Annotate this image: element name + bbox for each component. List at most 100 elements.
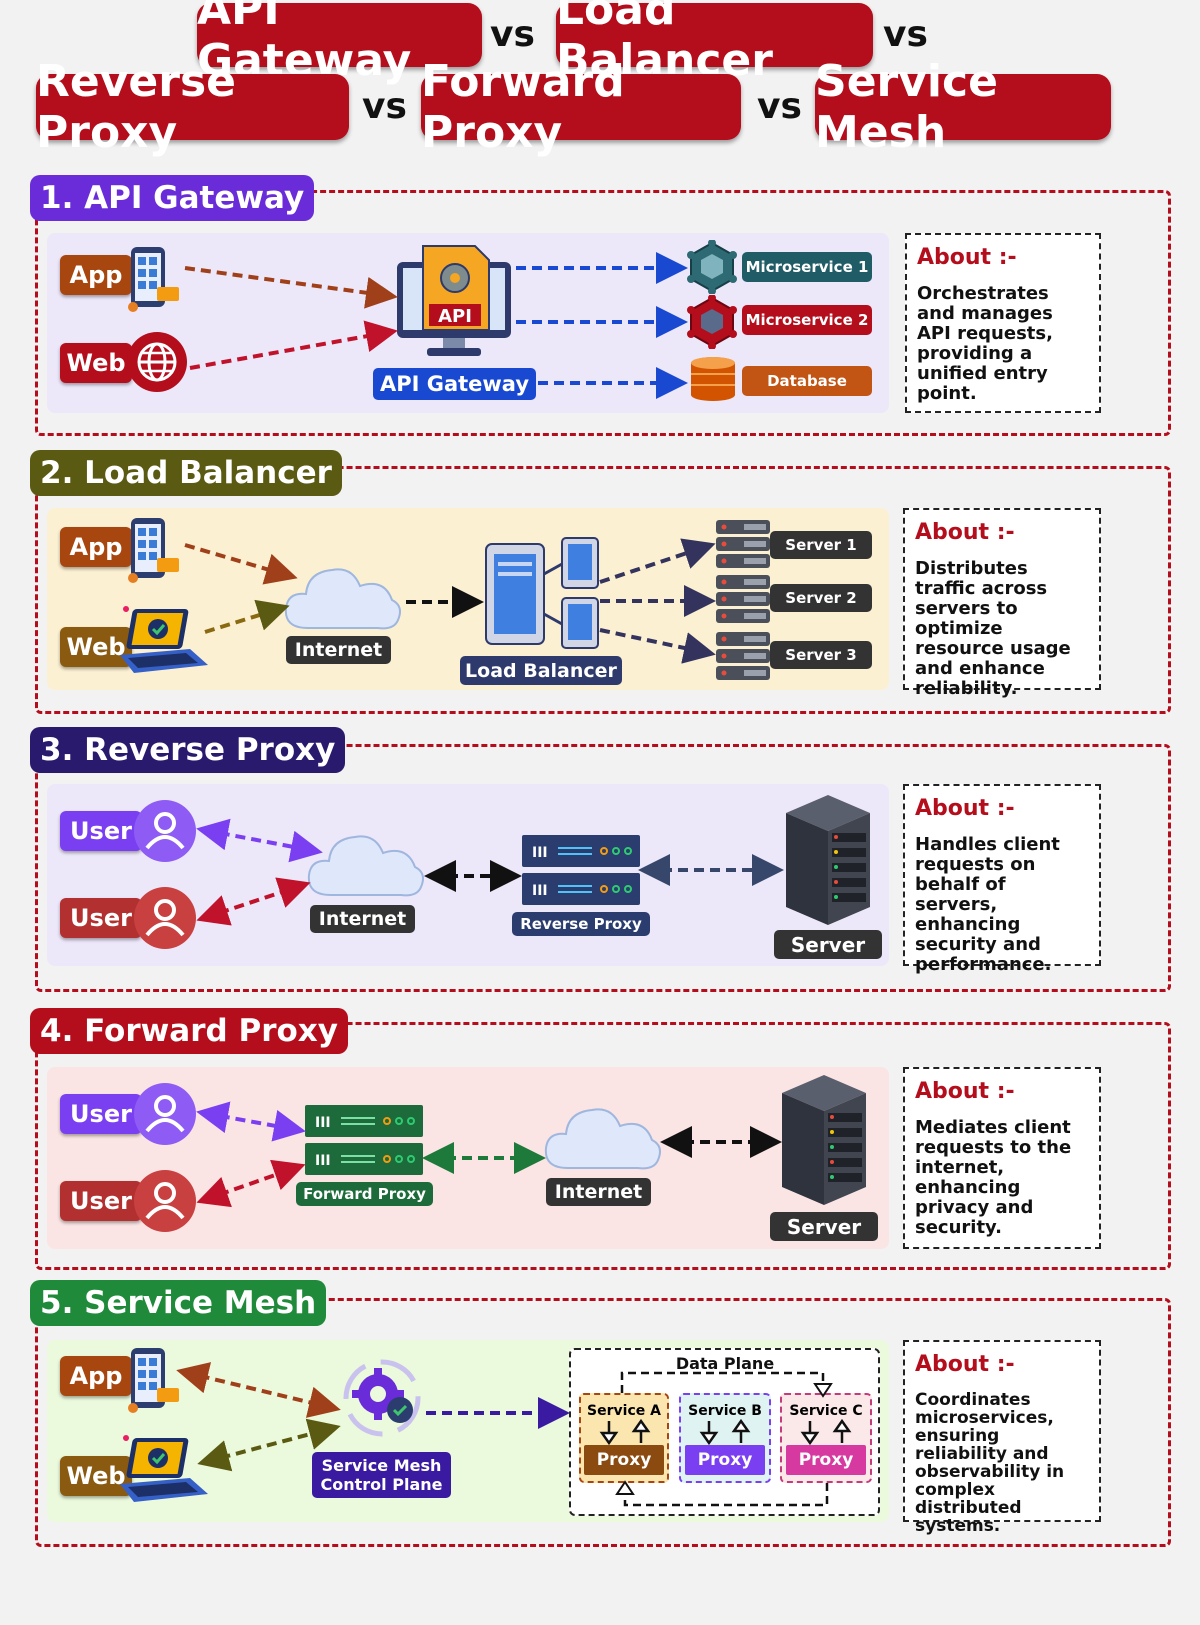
server-label: Server <box>770 1212 878 1241</box>
server-3-icon <box>716 632 770 680</box>
about-title: About :- <box>917 245 1017 270</box>
server-rack-icon <box>786 795 870 925</box>
vs-label: vs <box>490 14 535 55</box>
client-web-label: Web <box>60 627 132 667</box>
load-balancer-label: Load Balancer <box>460 656 622 685</box>
about-box-reverse-proxy: About :- Handles client requests on beha… <box>903 784 1101 975</box>
service-c-proxy: Proxy <box>786 1445 866 1475</box>
section-title-api-gateway: 1. API Gateway <box>30 175 315 221</box>
client-user-label: User <box>60 1181 142 1221</box>
api-gateway-label: API Gateway <box>373 368 536 400</box>
section-service-mesh <box>35 1298 1171 1547</box>
cloud-icon <box>307 835 424 897</box>
reverse-proxy-icon: III III <box>522 835 640 905</box>
about-text: Orchestrates and manages API requests, p… <box>917 283 1053 404</box>
service-a-proxy: Proxy <box>584 1445 664 1475</box>
internet-label: Internet <box>286 636 391 664</box>
server-2-icon <box>716 575 770 623</box>
server-1-icon <box>716 520 770 568</box>
api-monitor-icon <box>397 245 511 356</box>
about-box-service-mesh: About :- Coordinates microservices, ensu… <box>903 1340 1101 1535</box>
section-title-forward-proxy: 4. Forward Proxy <box>30 1008 348 1054</box>
section-forward-proxy <box>35 1022 1171 1270</box>
about-text: Mediates client requests to the internet… <box>915 1117 1072 1238</box>
user-icon <box>134 887 196 949</box>
microservice-2-label: Microservice 2 <box>742 305 872 335</box>
control-plane-label-line-2: Control Plane <box>320 1475 443 1494</box>
user-icon <box>134 800 196 862</box>
microservice-1-icon <box>687 240 737 294</box>
section-title-service-mesh: 5. Service Mesh <box>30 1280 327 1326</box>
server-1-label: Server 1 <box>770 531 872 559</box>
laptop-icon <box>120 1435 208 1502</box>
client-web-label: Web <box>60 1456 132 1496</box>
globe-icon <box>127 332 187 392</box>
load-balancer-icon <box>485 537 599 649</box>
about-text: Handles client requests on behalf of ser… <box>915 834 1060 975</box>
section-load-balancer <box>35 466 1171 714</box>
client-user-label: User <box>60 1094 142 1134</box>
svg-text:III: III <box>315 1115 331 1131</box>
control-plane-gear-icon <box>343 1359 421 1437</box>
internet-label: Internet <box>310 905 415 933</box>
server-2-label: Server 2 <box>770 584 872 612</box>
about-title: About :- <box>915 796 1015 821</box>
service-b-name: Service B <box>688 1403 762 1419</box>
client-user-label: User <box>60 811 142 851</box>
server-3-label: Server 3 <box>770 641 872 669</box>
reverse-proxy-label: Reverse Proxy <box>512 912 650 936</box>
phone-icon <box>128 1348 179 1413</box>
section-title-load-balancer: 2. Load Balancer <box>30 450 342 496</box>
svg-text:III: III <box>532 845 548 861</box>
section-title-reverse-proxy: 3. Reverse Proxy <box>30 727 346 773</box>
vs-label: vs <box>757 86 802 127</box>
microservice-1-label: Microservice 1 <box>742 252 872 282</box>
about-box-load-balancer: About :- Distributes traffic across serv… <box>903 508 1101 699</box>
phone-icon <box>128 518 179 583</box>
about-box-api-gateway: About :- Orchestrates and manages API re… <box>905 233 1101 413</box>
service-a-name: Service A <box>587 1403 661 1419</box>
database-label: Database <box>742 366 872 396</box>
user-icon <box>134 1083 196 1145</box>
internet-label: Internet <box>546 1178 651 1206</box>
control-plane-label-line-1: Service Mesh <box>321 1456 442 1475</box>
about-title: About :- <box>915 520 1015 545</box>
client-app-label: App <box>60 527 132 567</box>
client-web-label: Web <box>60 343 132 383</box>
vs-label: vs <box>362 86 407 127</box>
user-icon <box>134 1170 196 1232</box>
vs-label: vs <box>883 14 928 55</box>
forward-proxy-label: Forward Proxy <box>296 1182 433 1206</box>
about-title: About :- <box>915 1079 1015 1104</box>
svg-text:III: III <box>315 1153 331 1169</box>
svg-text:III: III <box>532 883 548 899</box>
laptop-icon <box>120 606 208 673</box>
server-rack-icon <box>782 1075 866 1205</box>
cloud-icon <box>544 1108 661 1170</box>
service-c-name: Service C <box>789 1403 863 1419</box>
title-pill-reverse-proxy: Reverse Proxy <box>36 56 349 158</box>
microservice-2-icon <box>687 295 737 349</box>
control-plane-label: Service Mesh Control Plane <box>312 1452 451 1498</box>
client-user-label: User <box>60 898 142 938</box>
database-icon <box>691 357 735 401</box>
about-text: Coordinates microservices, ensuring reli… <box>915 1390 1065 1536</box>
title-pill-load-balancer: Load Balancer <box>556 0 873 86</box>
data-plane-label: Data Plane <box>675 1354 775 1373</box>
section-reverse-proxy <box>35 744 1171 992</box>
about-box-forward-proxy: About :- Mediates client requests to the… <box>903 1067 1101 1249</box>
forward-proxy-icon: III III <box>305 1105 423 1175</box>
api-badge: API <box>438 306 472 327</box>
phone-icon <box>128 247 179 312</box>
section-api-gateway <box>35 190 1171 436</box>
server-label: Server <box>774 930 882 959</box>
client-app-label: App <box>60 1356 132 1396</box>
about-title: About :- <box>915 1352 1015 1377</box>
service-b-proxy: Proxy <box>685 1445 765 1475</box>
about-text: Distributes traffic across servers to op… <box>915 558 1071 699</box>
